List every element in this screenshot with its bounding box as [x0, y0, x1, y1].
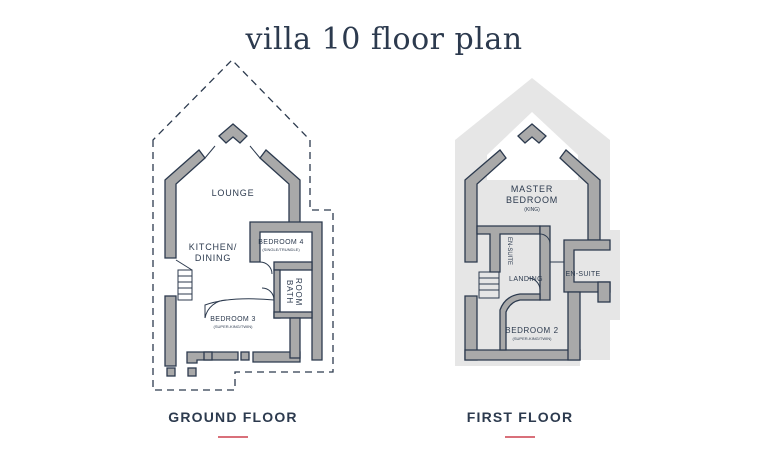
bedroom3-right-wall	[289, 317, 301, 359]
bath-inner-wall	[273, 261, 313, 271]
door-landing	[527, 277, 541, 291]
room-kitchen-line2: DINING	[195, 253, 231, 263]
first-floor-underline	[505, 436, 535, 438]
pier-4	[203, 351, 213, 361]
door-lounge-right	[249, 145, 261, 159]
bedroom3-partition	[204, 298, 275, 318]
pier-1	[166, 367, 176, 377]
room-landing: LANDING	[509, 276, 543, 283]
room-lounge: LOUNGE	[212, 188, 255, 198]
lounge-left-wall	[164, 149, 206, 259]
ground-floor-label: GROUND FLOOR	[168, 409, 298, 425]
lounge-right-wall	[259, 149, 301, 226]
bedroom3-bottom-right	[252, 351, 301, 363]
landing-walls	[539, 225, 551, 301]
bedroom4-walls	[249, 221, 323, 361]
room-bedroom2-sub: (SUPER-KING/TWIN)	[513, 336, 553, 341]
landing-curve	[499, 293, 541, 351]
room-bedroom2: BEDROOM 2	[505, 326, 558, 335]
page-title: villa 10 floor plan	[245, 22, 523, 57]
door-bath	[261, 287, 275, 301]
pier-2	[187, 367, 197, 377]
lounge-bay	[218, 123, 248, 144]
left-lower-wall	[164, 295, 177, 367]
bedroom2-bottom-wall	[464, 349, 581, 361]
room-bedroom4: BEDROOM 4	[258, 239, 304, 246]
ground-floor-underline	[218, 436, 248, 438]
ground-floor-plan: LOUNGE KITCHEN/ DINING BEDROOM 4 (SINGLE…	[152, 59, 334, 391]
master-bay	[517, 123, 547, 144]
bath-bottom-wall	[273, 311, 313, 319]
room-kitchen-line1: KITCHEN/	[189, 242, 237, 252]
room-bedroom3: BEDROOM 3	[210, 316, 256, 323]
right-bump	[597, 281, 611, 303]
door-master	[539, 233, 551, 245]
master-left-wall	[464, 149, 507, 263]
room-bedroom4-sub: (SINGLE/TRUNDLE)	[262, 247, 300, 252]
first-floor-label: FIRST FLOOR	[466, 409, 574, 425]
room-ensuite-right: EN-SUITE	[565, 271, 600, 278]
room-bedroom3-sub: (SUPER-KING/TWIN)	[214, 324, 254, 329]
first-floor-plan: MASTER BEDROOM (KING) EN-SUITE LANDING E…	[455, 78, 620, 366]
ground-floor-boundary	[152, 59, 334, 391]
door-lounge-left	[204, 145, 216, 159]
room-master-line1: MASTER	[511, 184, 553, 194]
bedroom2-right-wall	[567, 291, 581, 361]
pier-3	[240, 351, 250, 361]
door-bedroom4	[259, 261, 273, 275]
ground-stairs	[175, 259, 193, 301]
room-master-line2: BEDROOM	[506, 195, 558, 205]
room-ensuite-left: EN-SUITE	[506, 237, 512, 265]
room-bath-line2: ROOM	[294, 278, 303, 306]
first-floor-stairs	[478, 271, 500, 299]
room-bath-line1: BATH	[285, 280, 294, 304]
room-master-sub: (KING)	[524, 207, 540, 213]
bath-left-wall	[273, 269, 281, 319]
